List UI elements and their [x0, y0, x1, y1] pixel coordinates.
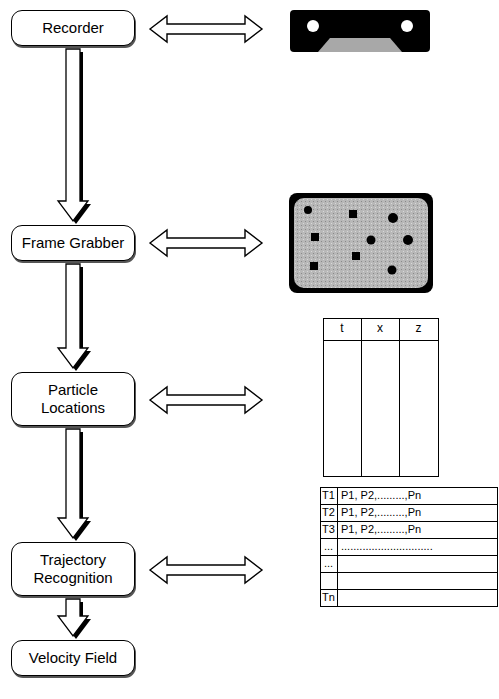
- flow-arrow: [58, 429, 91, 541]
- process-box: Trajectory Recognition: [11, 542, 135, 596]
- box-label: Recorder: [18, 19, 128, 37]
- box-label: Frame Grabber: [18, 234, 128, 252]
- table-cell: t: [323, 322, 361, 335]
- table-cell: ..............................: [341, 540, 496, 553]
- arrow-body: [58, 429, 88, 538]
- box-label: Particle Locations: [18, 381, 128, 417]
- arrow-body: [58, 264, 88, 368]
- table-cell: ...: [320, 540, 337, 553]
- table-cell: ...: [320, 557, 337, 570]
- flow-arrow: [58, 49, 91, 224]
- table-cell: z: [399, 322, 438, 335]
- process-box: Particle Locations: [11, 372, 135, 426]
- location-table: [323, 318, 439, 477]
- box-label: Trajectory Recognition: [18, 551, 128, 587]
- cassette-icon: [290, 10, 430, 52]
- box-label: Velocity Field: [18, 649, 128, 667]
- flow-arrow: [58, 599, 91, 639]
- table-cell: P1, P2,.........,Pn: [341, 489, 496, 502]
- double-arrows: [150, 16, 262, 583]
- table-cell: x: [361, 322, 399, 335]
- process-box: Frame Grabber: [11, 225, 135, 261]
- table-cell: T2: [320, 506, 337, 519]
- video-frame-icon: [289, 193, 433, 293]
- process-box: Recorder: [11, 10, 135, 46]
- arrow-body: [58, 49, 88, 221]
- table-cell: T3: [320, 523, 337, 536]
- flow-arrow: [58, 264, 91, 371]
- table-cell: P1, P2,.........,Pn: [341, 506, 496, 519]
- trajectory-table: [320, 487, 498, 607]
- table-cell: P1, P2,.........,Pn: [341, 523, 496, 536]
- arrow-body: [58, 599, 88, 636]
- table-cell: Tn: [320, 591, 337, 604]
- process-box: Velocity Field: [11, 640, 135, 676]
- table-cell: T1: [320, 489, 337, 502]
